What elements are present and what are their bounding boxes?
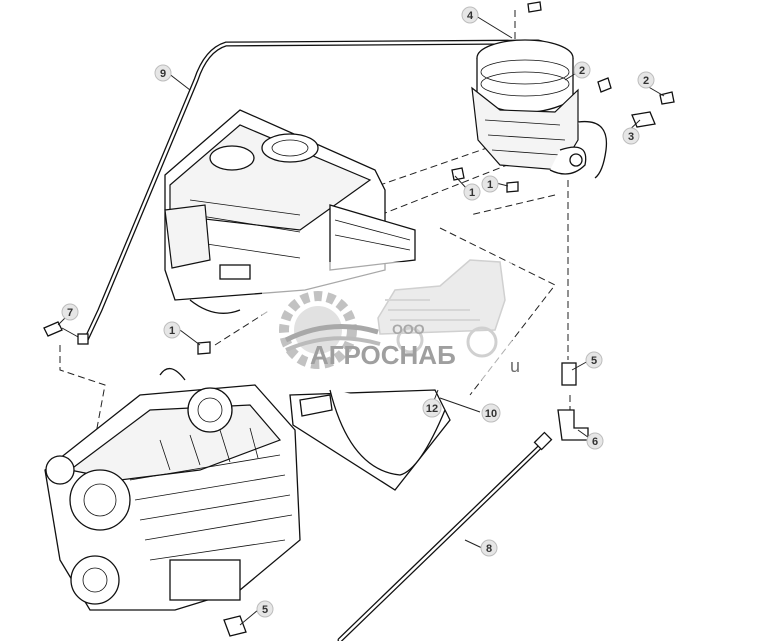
ac-compressor xyxy=(471,39,608,179)
svg-text:1: 1 xyxy=(169,325,175,337)
callout-2-a: 2 xyxy=(573,61,591,79)
callout-5-a: 5 xyxy=(585,351,603,369)
callout-1-b: 1 xyxy=(481,175,499,193)
svg-text:8: 8 xyxy=(486,543,492,555)
watermark-suffix: u xyxy=(510,356,520,376)
engine-block xyxy=(44,368,301,611)
callout-7: 7 xyxy=(61,303,79,321)
callout-3: 3 xyxy=(622,127,640,145)
callout-8: 8 xyxy=(480,539,498,557)
callout-1-a: 1 xyxy=(463,183,481,201)
svg-text:7: 7 xyxy=(67,307,73,319)
callout-6: 6 xyxy=(586,432,604,450)
callout-9: 9 xyxy=(154,64,172,82)
fittings xyxy=(43,1,675,637)
svg-text:2: 2 xyxy=(643,75,649,87)
callout-2-b: 2 xyxy=(637,71,655,89)
watermark-company-name: АГРОСНАБ xyxy=(310,340,456,370)
watermark-logo: ООО АГРОСНАБ u xyxy=(262,259,520,380)
cab-housing xyxy=(164,109,416,314)
svg-text:1: 1 xyxy=(469,187,475,199)
svg-text:12: 12 xyxy=(426,403,438,415)
hose-tube-8 xyxy=(337,431,553,641)
svg-text:5: 5 xyxy=(262,604,268,616)
callout-10: 10 xyxy=(481,403,501,423)
svg-text:10: 10 xyxy=(485,408,497,420)
callout-12: 12 xyxy=(422,398,442,418)
callout-5-b: 5 xyxy=(256,600,274,618)
gear-logo-icon xyxy=(279,291,381,369)
svg-text:2: 2 xyxy=(579,65,585,77)
callout-4: 4 xyxy=(461,6,479,24)
svg-text:9: 9 xyxy=(160,68,166,80)
svg-text:4: 4 xyxy=(467,10,474,22)
svg-text:6: 6 xyxy=(592,436,598,448)
svg-text:3: 3 xyxy=(628,131,634,143)
callout-1-c: 1 xyxy=(163,321,181,339)
harvester-silhouette-icon xyxy=(377,259,506,358)
panel-frame xyxy=(289,227,556,491)
watermark-company-prefix: ООО xyxy=(392,321,425,337)
svg-text:1: 1 xyxy=(487,179,493,191)
svg-text:5: 5 xyxy=(591,355,597,367)
